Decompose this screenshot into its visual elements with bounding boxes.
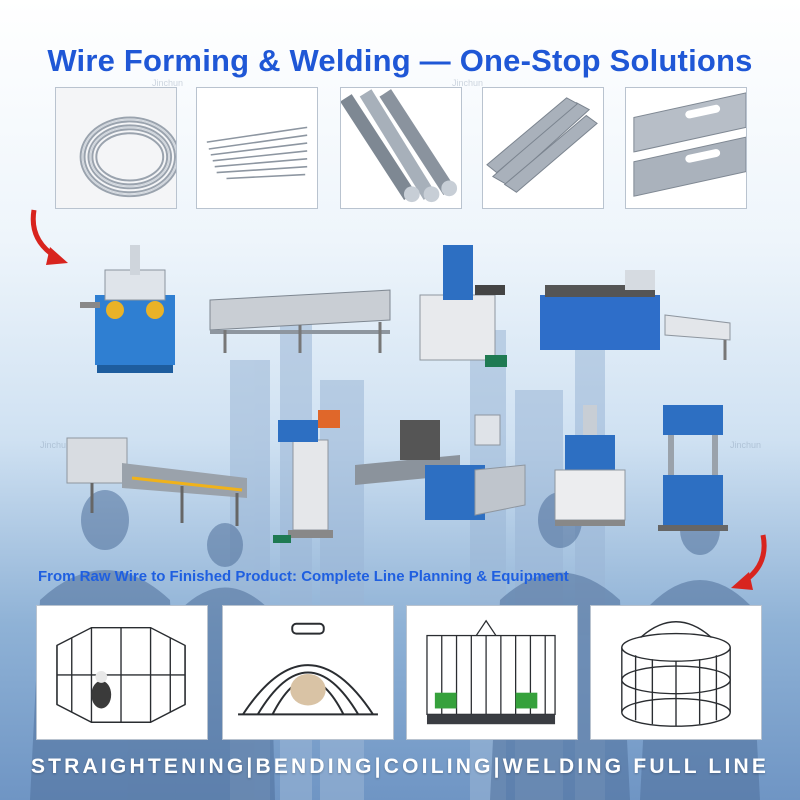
material-tile-wire-coil bbox=[55, 87, 177, 209]
product-tile-round-cage bbox=[590, 605, 762, 740]
hydraulic-press-icon bbox=[554, 405, 626, 526]
straightening-cutting-machine-icon bbox=[209, 289, 391, 353]
watermark: Jinchun bbox=[152, 78, 184, 88]
pedal-spot-welder-icon bbox=[273, 410, 340, 543]
straightening-cutting-machine bbox=[205, 275, 395, 355]
pet-carrier-icon bbox=[223, 606, 393, 739]
wire-straightening-line-icon bbox=[540, 270, 731, 360]
product-tile-dog-playpen bbox=[36, 605, 208, 740]
hydraulic-press bbox=[545, 400, 635, 530]
flat-bar-icon bbox=[483, 88, 603, 208]
mesh-welding-line bbox=[62, 418, 252, 528]
bird-cage-icon bbox=[407, 606, 577, 739]
round-cage-icon bbox=[591, 606, 761, 739]
product-tile-pet-carrier bbox=[222, 605, 394, 740]
wire-coil-icon bbox=[56, 88, 176, 208]
watermark: Jinchun bbox=[730, 440, 762, 450]
cnc-wire-bending-machine bbox=[350, 410, 530, 530]
watermark: Jinchun bbox=[452, 78, 484, 88]
cnc-wire-bending-machine-icon bbox=[355, 414, 526, 520]
spot-welder-icon bbox=[419, 245, 507, 367]
process-banner: STRAIGHTENING|BENDING|COILING|WELDING FU… bbox=[30, 755, 770, 778]
wire-straightening-line bbox=[535, 265, 735, 365]
page-title: Wire Forming & Welding — One-Stop Soluti… bbox=[47, 42, 753, 78]
material-tile-round-bar bbox=[340, 87, 462, 209]
wire-forming-machine-icon bbox=[80, 245, 175, 373]
four-column-press-icon bbox=[658, 405, 728, 531]
red-arrow-down-right-icon bbox=[30, 209, 68, 265]
mesh-welding-line-icon bbox=[66, 437, 247, 526]
material-tile-straight-wire bbox=[196, 87, 318, 209]
wire-forming-machine bbox=[75, 240, 195, 380]
slotted-strip-icon bbox=[626, 88, 746, 208]
red-arrow-down-left-icon bbox=[731, 534, 767, 590]
straight-wire-bundle-icon bbox=[197, 88, 317, 208]
pedal-spot-welder bbox=[268, 405, 348, 545]
watermark: Jinchun bbox=[40, 440, 72, 450]
spot-welder bbox=[415, 240, 515, 370]
section-subtitle: From Raw Wire to Finished Product: Compl… bbox=[38, 568, 569, 585]
four-column-press bbox=[648, 400, 738, 535]
dog-playpen-icon bbox=[37, 606, 207, 739]
material-tile-slotted-strip bbox=[625, 87, 747, 209]
product-tile-bird-cage bbox=[406, 605, 578, 740]
material-tile-flat-bar bbox=[482, 87, 604, 209]
round-bar-icon bbox=[341, 88, 461, 208]
